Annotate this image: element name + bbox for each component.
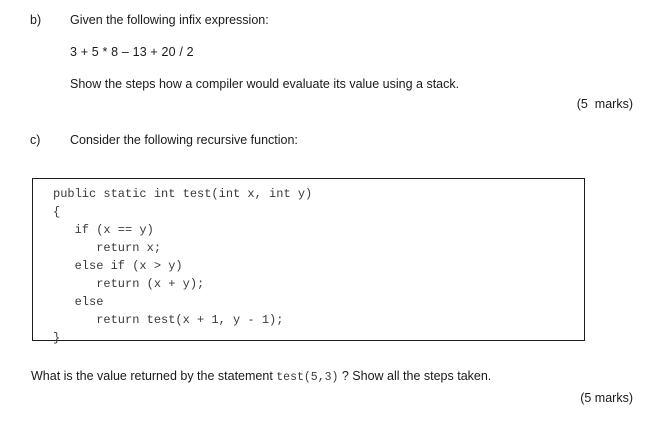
question-item-c: c) Consider the following recursive func… <box>30 132 298 148</box>
final-question-after: ? Show all the steps taken. <box>338 369 492 383</box>
question-instruction-b: Show the steps how a compiler would eval… <box>70 77 460 91</box>
marks-allocation-b: (5 marks) <box>576 97 633 111</box>
code-listing-box: public static int test(int x, int y) { i… <box>32 178 585 345</box>
question-item-b: b) Given the following infix expression: <box>30 12 269 28</box>
marks-allocation-c: (5 marks) <box>580 391 633 405</box>
function-call-literal: test(5,3) <box>276 371 339 384</box>
infix-expression: 3 + 5 * 8 – 13 + 20 / 2 <box>70 45 194 59</box>
question-label-c: c) <box>30 133 41 147</box>
question-label-b: b) <box>30 13 42 27</box>
final-question-before: What is the value returned by the statem… <box>31 369 277 383</box>
final-question-text: What is the value returned by the statem… <box>31 368 491 386</box>
recursive-function-code: public static int test(int x, int y) { i… <box>53 187 313 345</box>
question-prompt-b: Given the following infix expression: <box>70 13 269 27</box>
question-prompt-c: Consider the following recursive functio… <box>70 133 298 147</box>
